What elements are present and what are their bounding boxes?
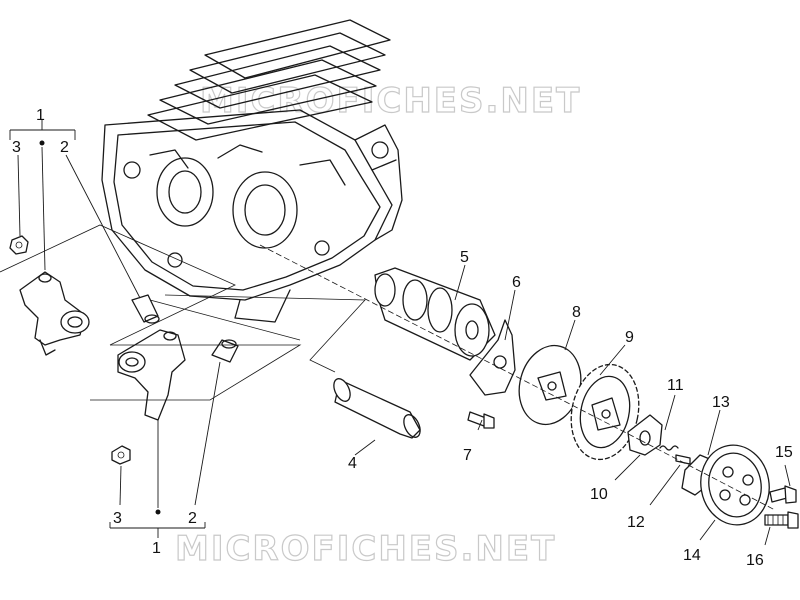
callout-4: 4 <box>348 455 357 472</box>
callout-1-bottom: 1 <box>152 540 161 557</box>
callout-3-bottom: 3 <box>113 510 122 527</box>
bolt-7 <box>467 411 495 429</box>
rocker-arm-lower <box>117 329 186 421</box>
callout-13: 13 <box>712 394 730 411</box>
camshaft <box>374 267 496 361</box>
callout-numbers: 1 3 2 3 2 1 4 5 6 7 8 9 10 11 12 13 14 1… <box>12 107 793 569</box>
callout-5: 5 <box>460 249 469 266</box>
callout-15: 15 <box>775 444 793 461</box>
nut-lower <box>111 445 131 465</box>
bolt-15 <box>769 485 797 504</box>
cylinder-head <box>101 19 403 323</box>
decompressor-disc <box>518 344 582 426</box>
callout-1-top: 1 <box>36 107 45 124</box>
rocker-shaft <box>333 378 421 439</box>
callout-9: 9 <box>625 329 634 346</box>
callout-8: 8 <box>572 304 581 321</box>
callout-6: 6 <box>512 274 521 291</box>
callout-7: 7 <box>463 447 472 464</box>
watermark-bottom: MICROFICHES.NET <box>175 529 556 569</box>
callout-2-bottom: 2 <box>188 510 197 527</box>
adjuster-screw-lower <box>211 339 239 363</box>
bolt-16 <box>764 511 799 529</box>
callout-16: 16 <box>746 552 764 569</box>
callout-12: 12 <box>627 514 645 531</box>
adjuster-screw-upper <box>131 294 160 324</box>
nut-upper <box>9 235 29 255</box>
callout-3-top: 3 <box>12 139 21 156</box>
spring-11 <box>659 445 679 451</box>
rocker-arm-upper <box>19 271 90 356</box>
sprocket-cover <box>700 444 770 526</box>
callout-10: 10 <box>590 486 608 503</box>
callout-14: 14 <box>683 547 701 564</box>
cam-plate <box>469 319 516 396</box>
callout-2-top: 2 <box>60 139 69 156</box>
leader-lines <box>0 120 791 546</box>
decompressor-lever <box>627 414 663 456</box>
callout-11: 11 <box>667 377 684 394</box>
